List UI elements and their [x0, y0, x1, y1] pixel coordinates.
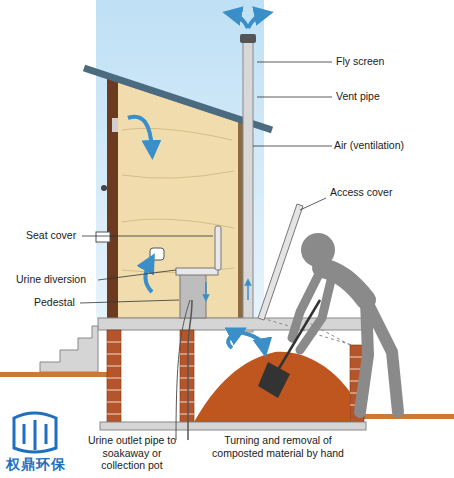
wall-bin	[96, 232, 110, 242]
ground	[0, 372, 108, 377]
flow-arrow	[206, 282, 248, 300]
toilet-seat	[176, 268, 218, 275]
callout-label: Vent pipe	[336, 90, 446, 103]
pedestal	[180, 274, 206, 318]
compost-pile	[194, 352, 350, 422]
shovel-blade	[258, 362, 290, 398]
callout-label: Turning and removal of composted materia…	[210, 434, 346, 459]
callout-label: Seat cover	[26, 229, 86, 242]
airflow-arrow	[128, 14, 264, 348]
leader-line	[80, 62, 332, 303]
callout-label: Access cover	[330, 186, 440, 199]
company-logo	[14, 413, 56, 452]
wood-grain	[122, 128, 234, 272]
watermark: 权鼎环保	[6, 456, 86, 473]
steps	[40, 326, 98, 372]
seat-cover	[215, 226, 221, 270]
callout-label: Urine diversion	[16, 273, 102, 286]
access-cover	[258, 204, 303, 320]
vent-pipe	[243, 42, 253, 332]
base-slab	[100, 422, 366, 430]
callout-label: Pedestal	[34, 296, 94, 309]
callout-label: Urine outlet pipe to soakaway or collect…	[84, 434, 180, 472]
fly-screen	[240, 34, 256, 43]
person-head	[301, 233, 335, 267]
door-post	[107, 76, 118, 318]
shovel-handle	[278, 300, 320, 370]
sky-background	[96, 0, 264, 318]
brick-wall	[107, 330, 364, 422]
callout-label: Air (ventilation)	[334, 139, 450, 152]
callout-label: Fly screen	[336, 55, 446, 68]
hinge	[112, 118, 118, 132]
urine-pipe	[176, 300, 190, 440]
toilet-roll	[150, 248, 164, 260]
urine-pipe	[188, 300, 192, 440]
ground	[363, 414, 454, 419]
door-handle	[101, 185, 107, 191]
person-figure	[292, 268, 398, 412]
